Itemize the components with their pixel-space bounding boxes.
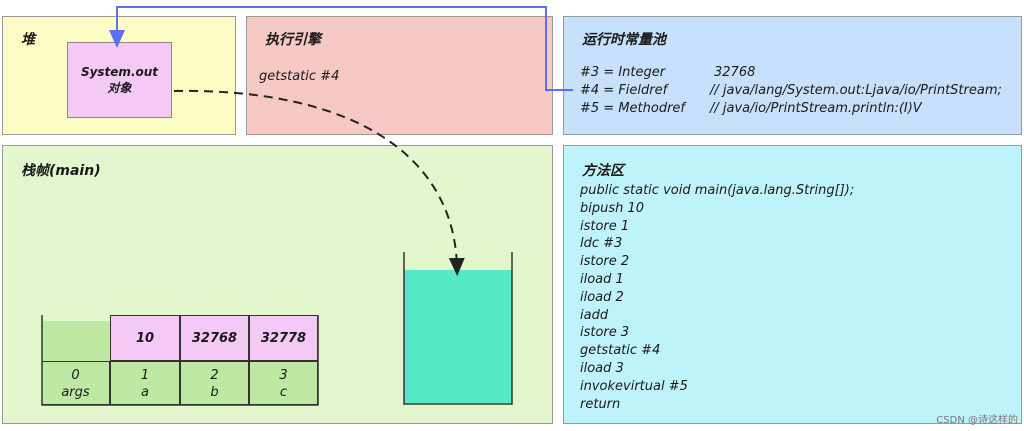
bytecode-line: bipush 10 — [580, 200, 645, 216]
bytecode-line: iload 3 — [580, 361, 624, 376]
local-slot-name: a — [141, 385, 149, 400]
local-slot-1: 1 a — [110, 361, 180, 405]
bytecode-line: istore 3 — [580, 325, 630, 341]
local-slot-2-value: 32768 — [180, 315, 249, 361]
bytecode-line: istore 1 — [580, 218, 630, 234]
pool-entry-value: // java/lang/System.out:Ljava/io/PrintSt… — [710, 83, 1002, 98]
local-slot-index: 3 — [279, 368, 288, 383]
local-slot-3-value: 32778 — [249, 315, 318, 361]
bytecode-line: iload 1 — [580, 272, 624, 287]
runtime-constant-pool-panel: 运行时常量池 #3 = Integer 32768 #4 = Fieldref … — [563, 16, 1022, 135]
frame-title: 栈帧(main) — [21, 163, 101, 179]
engine-instruction: getstatic #4 — [259, 69, 340, 84]
local-table-left-border — [41, 315, 319, 406]
push-reference-arrow — [173, 89, 465, 276]
local-slot-name: args — [61, 385, 90, 400]
pool-entry-index: #3 = Integer — [580, 65, 666, 80]
operand-stack-fill — [404, 270, 512, 403]
local-slot-0-value — [42, 321, 110, 361]
pool-entry-value: // java/io/PrintStream.println:(I)V — [710, 101, 922, 116]
bytecode-line: iload 2 — [580, 289, 624, 305]
local-slot-name: c — [279, 385, 288, 400]
local-slot-1-value: 10 — [110, 315, 180, 361]
local-slot-index: 0 — [71, 368, 80, 383]
bytecode-line: istore 2 — [580, 254, 630, 270]
local-slot-name: b — [210, 385, 219, 400]
bytecode-line: return — [580, 396, 621, 412]
execution-engine-panel: 执行引擎 getstatic #4 — [246, 16, 553, 135]
local-slot-index: 1 — [140, 368, 150, 383]
method-area-title: 方法区 — [582, 163, 624, 179]
bytecode-line: getstatic #4 — [580, 343, 661, 359]
system-out-label: System.out — [80, 65, 159, 79]
engine-title: 执行引擎 — [265, 32, 321, 48]
method-area-panel: 方法区 public static void main(java.lang.St… — [563, 145, 1022, 424]
pool-entry-index: #4 = Fieldref — [580, 83, 668, 98]
object-label: 对象 — [107, 81, 132, 95]
local-slot-index: 2 — [210, 368, 219, 383]
system-out-object: System.out 对象 — [67, 42, 172, 118]
bytecode-line: public static void main(java.lang.String… — [580, 183, 855, 198]
bytecode-line: invokevirtual #5 — [580, 378, 688, 394]
heap-title: 堆 — [21, 32, 35, 48]
bytecode-line: iadd — [580, 307, 609, 323]
operand-stack-outline — [403, 252, 513, 405]
pool-title: 运行时常量池 — [582, 32, 666, 48]
fieldref-arrow — [109, 6, 573, 91]
pool-entry-index: #5 = Methodref — [580, 101, 685, 116]
pool-entry-value: 32768 — [714, 65, 756, 80]
watermark: CSDN @诗这样的 — [936, 415, 1018, 426]
bytecode-line: ldc #3 — [580, 236, 623, 252]
